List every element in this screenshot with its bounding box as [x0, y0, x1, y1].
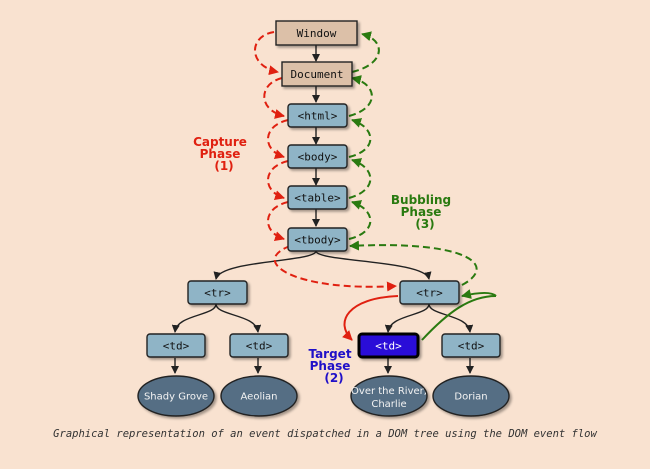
bubbling-arrows: [348, 31, 478, 286]
leaf-aeolian: Aeolian: [220, 375, 298, 417]
leaf-over-the-river: Over the River, Charlie: [350, 375, 428, 417]
target-to-bubble-arrowhead: [461, 289, 497, 299]
node-tr-right-label: <tr>: [416, 287, 443, 300]
target-phase-line3: (2): [324, 371, 343, 385]
capture-arrows: [254, 31, 397, 292]
node-td-4: <td>: [441, 333, 501, 358]
node-window-label: Window: [297, 27, 337, 40]
node-tr-left: <tr>: [187, 280, 248, 305]
node-tbody-label: <tbody>: [294, 234, 341, 247]
target-to-bubble-arrow: [421, 295, 497, 341]
node-tr-left-label: <tr>: [204, 287, 231, 300]
bubbling-phase-line2: Phase: [401, 205, 442, 219]
target-phase-label: Target Phase (2): [308, 347, 351, 385]
node-tbody: <tbody>: [287, 227, 348, 252]
capture-to-target-arrow: [342, 295, 399, 341]
node-document-label: Document: [291, 68, 344, 81]
node-td-1: <td>: [146, 333, 206, 358]
leaf-over-the-river-label-line1: Over the River,: [351, 386, 427, 397]
bubbling-phase-line1: Bubbling: [391, 193, 451, 207]
node-table-label: <table>: [294, 192, 341, 205]
node-table: <table>: [287, 185, 348, 210]
target-phase-line2: Phase: [310, 359, 351, 373]
leaf-over-the-river-label-line2: Charlie: [371, 399, 406, 410]
node-body-label: <body>: [298, 151, 338, 164]
node-td-4-label: <td>: [458, 340, 485, 353]
target-phase-line1: Target: [308, 347, 351, 361]
capture-phase-label: Capture Phase (1): [193, 135, 247, 173]
node-td-1-label: <td>: [163, 340, 190, 353]
leaf-shady-grove-label: Shady Grove: [144, 392, 208, 403]
node-td-target-label: <td>: [375, 340, 402, 353]
node-body: <body>: [287, 144, 348, 169]
leaf-shady-grove: Shady Grove: [137, 375, 215, 417]
node-td-2: <td>: [229, 333, 289, 358]
node-window: Window: [275, 20, 358, 46]
node-td-target: <td>: [357, 332, 420, 359]
bubbling-phase-line3: (3): [415, 217, 434, 231]
bubbling-phase-label: Bubbling Phase (3): [391, 193, 451, 231]
node-tr-right: <tr>: [399, 280, 460, 305]
tree-edges: [171, 44, 474, 374]
leaf-aeolian-label: Aeolian: [241, 392, 278, 403]
node-document: Document: [281, 61, 353, 87]
capture-phase-line2: Phase: [200, 147, 241, 161]
capture-phase-line3: (1): [214, 159, 233, 173]
capture-phase-line1: Capture: [193, 135, 247, 149]
leaf-dorian-label: Dorian: [454, 392, 487, 403]
node-html-label: <html>: [298, 110, 338, 123]
node-html: <html>: [287, 103, 348, 128]
leaf-dorian: Dorian: [432, 375, 510, 417]
figure-caption: Graphical representation of an event dis…: [53, 428, 597, 440]
node-td-2-label: <td>: [246, 340, 273, 353]
